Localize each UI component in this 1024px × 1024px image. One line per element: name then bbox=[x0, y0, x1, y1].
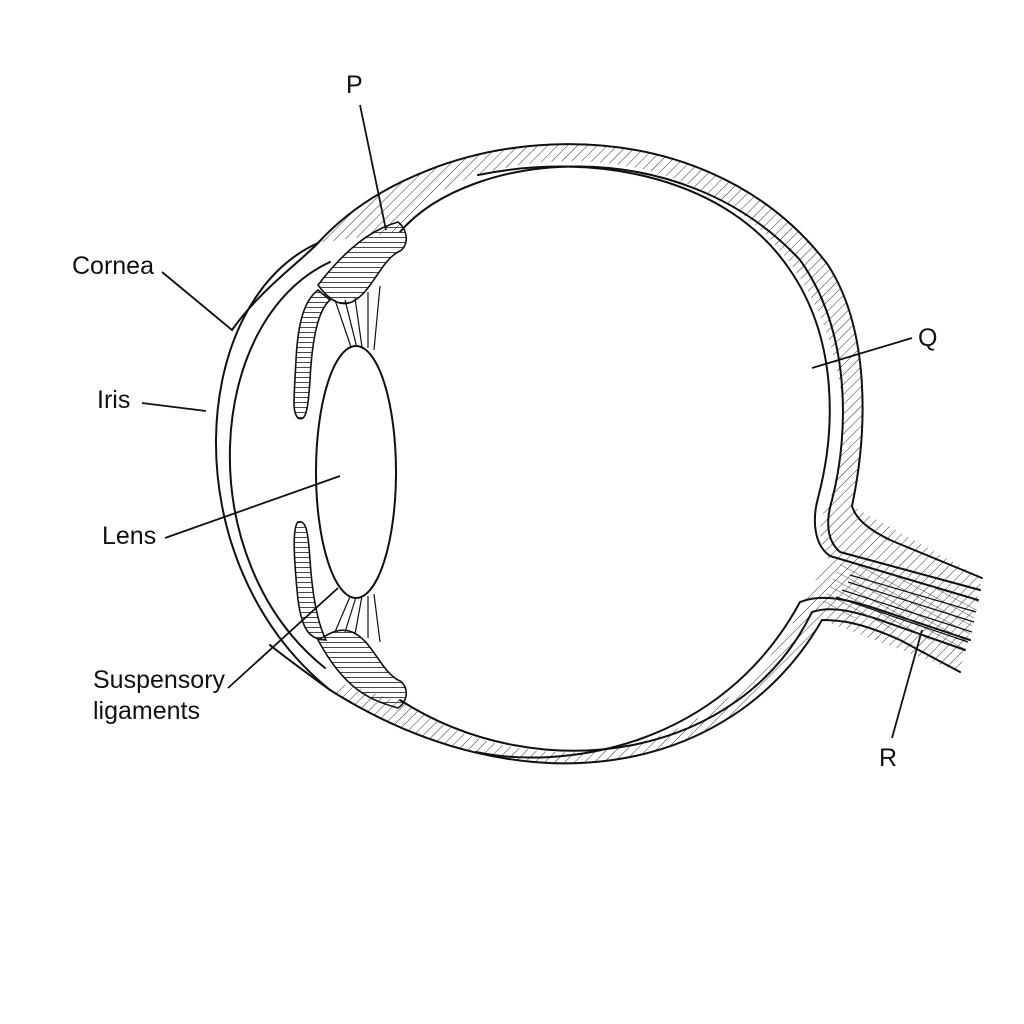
sclera bbox=[318, 144, 982, 764]
label-iris: Iris bbox=[97, 386, 130, 414]
iris-top bbox=[293, 288, 332, 420]
suspensory-ligaments bbox=[334, 285, 381, 643]
leader-r bbox=[891, 629, 923, 739]
label-r: R bbox=[879, 744, 897, 772]
lens bbox=[315, 345, 397, 599]
ciliary-body-bottom bbox=[316, 629, 408, 709]
label-suspensory-line1: Suspensory bbox=[93, 666, 226, 694]
cornea-outer bbox=[215, 242, 331, 691]
label-lens: Lens bbox=[102, 522, 156, 550]
iris-bottom bbox=[293, 521, 328, 641]
leader-iris bbox=[141, 402, 207, 412]
leader-lens bbox=[164, 475, 341, 539]
label-q: Q bbox=[918, 324, 937, 352]
ciliary-body-top bbox=[317, 221, 408, 305]
label-p: P bbox=[346, 71, 363, 99]
outer-wall-outline-lower bbox=[269, 619, 961, 765]
retina-line bbox=[477, 165, 979, 601]
leader-q bbox=[811, 337, 913, 369]
leader-suspensory bbox=[227, 587, 339, 689]
optic-nerve bbox=[820, 560, 980, 650]
choroid-line bbox=[399, 165, 981, 591]
label-cornea: Cornea bbox=[72, 252, 154, 280]
cornea-inner bbox=[229, 261, 331, 669]
outer-wall-outline bbox=[231, 143, 983, 579]
label-suspensory-line2: ligaments bbox=[93, 697, 200, 725]
leader-p bbox=[359, 104, 387, 231]
leader-cornea bbox=[161, 271, 233, 331]
